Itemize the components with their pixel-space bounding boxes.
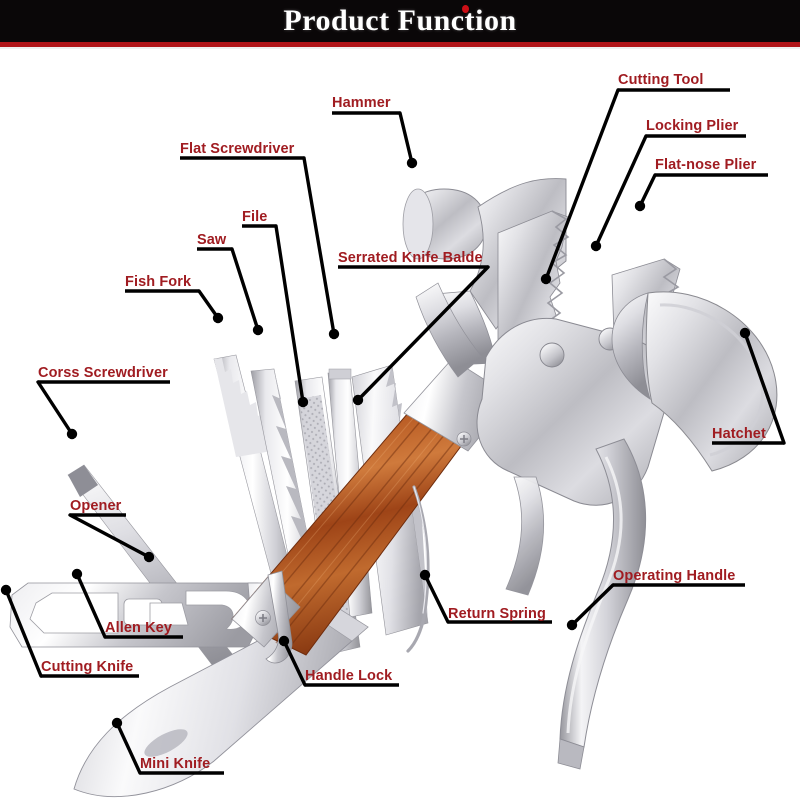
callout-dot <box>540 273 552 285</box>
callout-handle-lock <box>278 635 399 687</box>
callout-leader <box>115 721 142 775</box>
callout-leader <box>302 156 336 336</box>
callout-hammer <box>332 111 418 169</box>
callout-label-hammer: Hammer <box>332 95 391 111</box>
callout-fish-fork <box>125 289 224 324</box>
callout-label-saw: Saw <box>197 232 227 248</box>
title-accent-dot <box>461 5 469 13</box>
callout-flat-nose-plier <box>634 173 768 212</box>
callout-leader <box>75 572 107 639</box>
callout-dot <box>0 584 12 596</box>
callout-hatchet <box>712 327 786 445</box>
callout-dot <box>419 569 431 581</box>
callout-cutting-knife <box>0 584 139 678</box>
callout-dot <box>297 396 309 408</box>
callout-label-flat-screwdriver: Flat Screwdriver <box>180 141 295 157</box>
callout-label-opener: Opener <box>70 498 122 514</box>
callout-label-handle-lock: Handle Lock <box>305 668 393 684</box>
callout-dot <box>111 717 123 729</box>
callout-label-flat-nose-plier: Flat-nose Plier <box>655 157 757 173</box>
callout-leader <box>274 224 305 404</box>
callout-dot <box>328 328 340 340</box>
callout-leader <box>230 247 260 332</box>
page-header: Product Function <box>0 0 800 42</box>
callout-dot <box>634 200 646 212</box>
callout-leader <box>282 639 307 687</box>
callout-serrated-knife <box>338 265 490 406</box>
callout-file <box>242 224 309 408</box>
callout-mini-knife <box>111 717 224 775</box>
callout-leader <box>638 173 657 208</box>
callout-dot <box>352 394 364 406</box>
callout-dot <box>71 568 83 580</box>
callout-dot <box>278 635 290 647</box>
callout-dot <box>212 312 224 324</box>
callout-leader <box>398 111 414 165</box>
callout-label-allen-key: Allen Key <box>105 620 172 636</box>
header-accent-bar <box>0 42 800 49</box>
callout-dot <box>590 240 602 252</box>
callout-operating-handle <box>566 583 745 631</box>
callout-leader <box>36 380 74 436</box>
callout-label-return-spring: Return Spring <box>448 606 546 622</box>
callout-opener <box>68 513 155 563</box>
callout-label-corss-screwdriver: Corss Screwdriver <box>38 365 168 381</box>
tool-opener-bar <box>9 582 301 648</box>
callout-label-operating-handle: Operating Handle <box>613 568 736 584</box>
page-title-text: Product Function <box>283 4 517 37</box>
callout-dot <box>143 551 155 563</box>
callout-leader <box>4 588 43 678</box>
callout-label-cutting-knife: Cutting Knife <box>41 659 134 675</box>
callout-label-file: File <box>242 209 268 225</box>
callout-return-spring <box>419 569 552 624</box>
callout-leader <box>197 289 220 320</box>
callout-label-mini-knife: Mini Knife <box>140 756 211 772</box>
callout-dot <box>406 157 418 169</box>
callout-leader <box>423 573 450 624</box>
callout-label-cutting-tool: Cutting Tool <box>618 72 704 88</box>
callout-leader <box>544 88 620 281</box>
callout-leader <box>356 265 490 402</box>
callout-leader <box>68 513 151 559</box>
callout-cutting-tool <box>540 88 730 285</box>
callout-flat-screwdriver <box>180 156 340 340</box>
callout-leader <box>570 583 615 627</box>
callout-corss-screwdriver <box>36 380 170 440</box>
page-title: Product Function <box>283 4 516 38</box>
callout-dot <box>66 428 78 440</box>
callout-dot <box>739 327 751 339</box>
callout-dot <box>252 324 264 336</box>
callout-saw <box>197 247 264 336</box>
callout-label-hatchet: Hatchet <box>712 426 766 442</box>
callout-leader <box>743 331 786 445</box>
callout-locking-plier <box>590 134 746 252</box>
callout-label-fish-fork: Fish Fork <box>125 274 192 290</box>
callout-allen-key <box>71 568 183 639</box>
callout-label-locking-plier: Locking Plier <box>646 118 739 134</box>
callout-lines <box>0 88 786 775</box>
callout-leader <box>594 134 648 248</box>
product-illustration <box>0 88 786 797</box>
return-spring <box>406 485 430 653</box>
callout-dot <box>566 619 578 631</box>
callout-label-serrated-knife: Serrated Knife Balde <box>338 250 483 266</box>
